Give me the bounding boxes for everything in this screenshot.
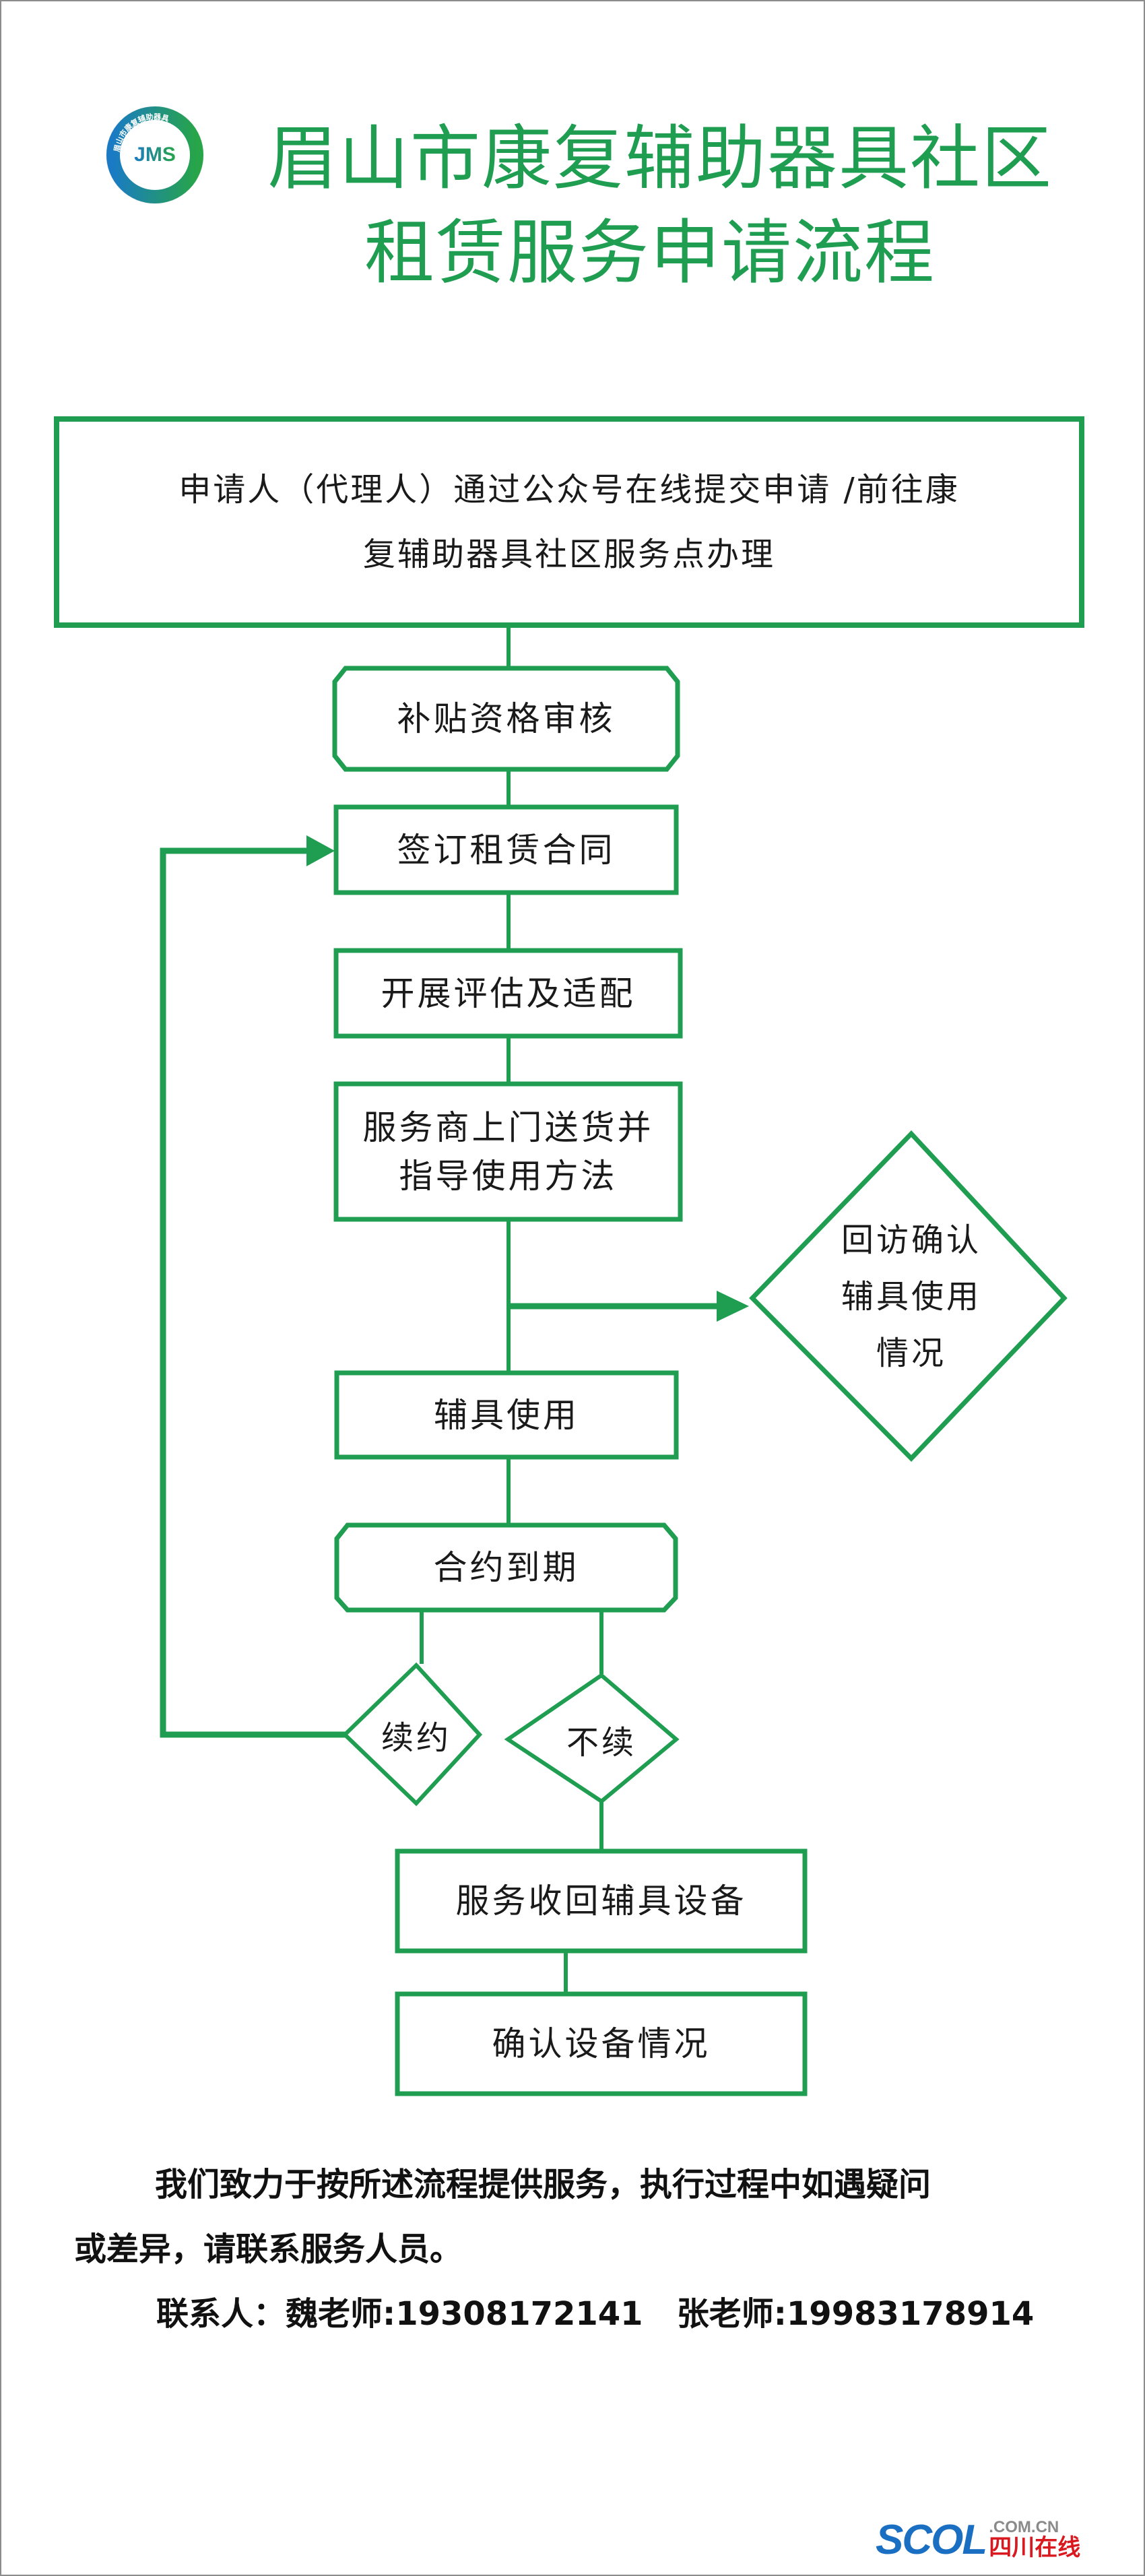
node-not-renew-shape bbox=[504, 1673, 680, 1804]
node-renew-label: 续约 bbox=[381, 1719, 451, 1757]
node-renew: 续约 bbox=[364, 1711, 469, 1758]
node-recover-device-shape bbox=[395, 1848, 808, 1954]
connector-renew-loop bbox=[160, 847, 345, 1738]
node-sign-contract: 签订租赁合同 bbox=[338, 809, 674, 891]
footer-note-line-1: 我们致力于按所述流程提供服务，执行过程中如遇疑问 bbox=[155, 2166, 931, 2203]
node-assessment-label: 开展评估及适配 bbox=[381, 973, 636, 1013]
node-assessment-shape bbox=[333, 948, 683, 1039]
node-renew-shape bbox=[341, 1662, 483, 1807]
node-recover-device-label: 服务收回辅具设备 bbox=[455, 1881, 747, 1921]
node-follow-up-line-2: 辅具使用 bbox=[841, 1278, 981, 1316]
node-subsidy-review-shape bbox=[332, 666, 680, 772]
node-delivery-shape bbox=[333, 1081, 683, 1222]
node-follow-up-line-1: 回访确认 bbox=[841, 1221, 981, 1259]
node-sign-contract-shape bbox=[333, 804, 679, 895]
node-confirm-device: 确认设备情况 bbox=[400, 1997, 802, 2091]
node-contract-expire: 合约到期 bbox=[339, 1527, 674, 1608]
node-follow-up-shape bbox=[749, 1130, 1068, 1462]
node-confirm-device-shape bbox=[395, 1991, 808, 2096]
node-subsidy-review: 补贴资格审核 bbox=[337, 670, 676, 767]
node-delivery-line-2: 指导使用方法 bbox=[399, 1156, 618, 1196]
node-device-use-shape bbox=[334, 1370, 679, 1460]
jms-logo: 眉山市康复辅助器具 社区租赁服务点 JMS bbox=[106, 106, 204, 204]
node-sign-contract-label: 签订租赁合同 bbox=[397, 830, 616, 870]
footer-note-line-2: 或差异，请联系服务人员。 bbox=[74, 2230, 463, 2268]
title-line-2: 租赁服务申请流程 bbox=[364, 212, 936, 294]
node-confirm-device-label: 确认设备情况 bbox=[492, 2024, 711, 2063]
arrowhead-loop bbox=[306, 835, 335, 866]
node-apply-line-2: 复辅助器具社区服务点办理 bbox=[362, 536, 775, 573]
node-device-use: 辅具使用 bbox=[339, 1375, 674, 1455]
node-delivery-line-1: 服务商上门送货并 bbox=[362, 1107, 654, 1147]
node-delivery: 服务商上门送货并 指导使用方法 bbox=[338, 1086, 678, 1217]
node-apply: 申请人（代理人）通过公众号在线提交申请 /前往康 复辅助器具社区服务点办理 bbox=[61, 424, 1078, 620]
scol-cn-name: 四川在线 bbox=[989, 2534, 1081, 2561]
node-recover-device: 服务收回辅具设备 bbox=[400, 1854, 802, 1948]
footer-note: 我们致力于按所述流程提供服务，执行过程中如遇疑问 或差异，请联系服务人员。 联系… bbox=[74, 2152, 1084, 2346]
scol-domain: .COM.CN bbox=[989, 2518, 1059, 2536]
node-not-renew: 不续 bbox=[542, 1716, 661, 1763]
title-line-1: 眉山市康复辅助器具社区 bbox=[267, 117, 1053, 199]
node-apply-line-1: 申请人（代理人）通过公众号在线提交申请 /前往康 bbox=[178, 471, 960, 509]
page-title: 眉山市康复辅助器具社区 租赁服务申请流程 bbox=[222, 111, 1098, 300]
scol-letters: SCOL bbox=[876, 2516, 987, 2563]
arrowhead-followup bbox=[717, 1291, 749, 1322]
node-not-renew-label: 不续 bbox=[566, 1724, 636, 1762]
scol-watermark-logo: SCOL .COM.CN 四川在线 bbox=[876, 2516, 1080, 2563]
node-contract-expire-label: 合约到期 bbox=[433, 1548, 579, 1587]
logo-center-mark: JMS bbox=[134, 143, 176, 166]
node-device-use-label: 辅具使用 bbox=[434, 1395, 579, 1435]
node-follow-up-line-3: 情况 bbox=[876, 1334, 946, 1372]
node-subsidy-review-label: 补贴资格审核 bbox=[397, 699, 616, 738]
footer-contact-line: 联系人：魏老师:19308172141 张老师:19983178914 bbox=[156, 2295, 1035, 2333]
node-assessment: 开展评估及适配 bbox=[338, 953, 678, 1034]
node-contract-expire-shape bbox=[334, 1522, 678, 1613]
node-apply-shape bbox=[54, 416, 1084, 628]
node-follow-up: 回访确认 辅具使用 情况 bbox=[795, 1206, 1028, 1388]
